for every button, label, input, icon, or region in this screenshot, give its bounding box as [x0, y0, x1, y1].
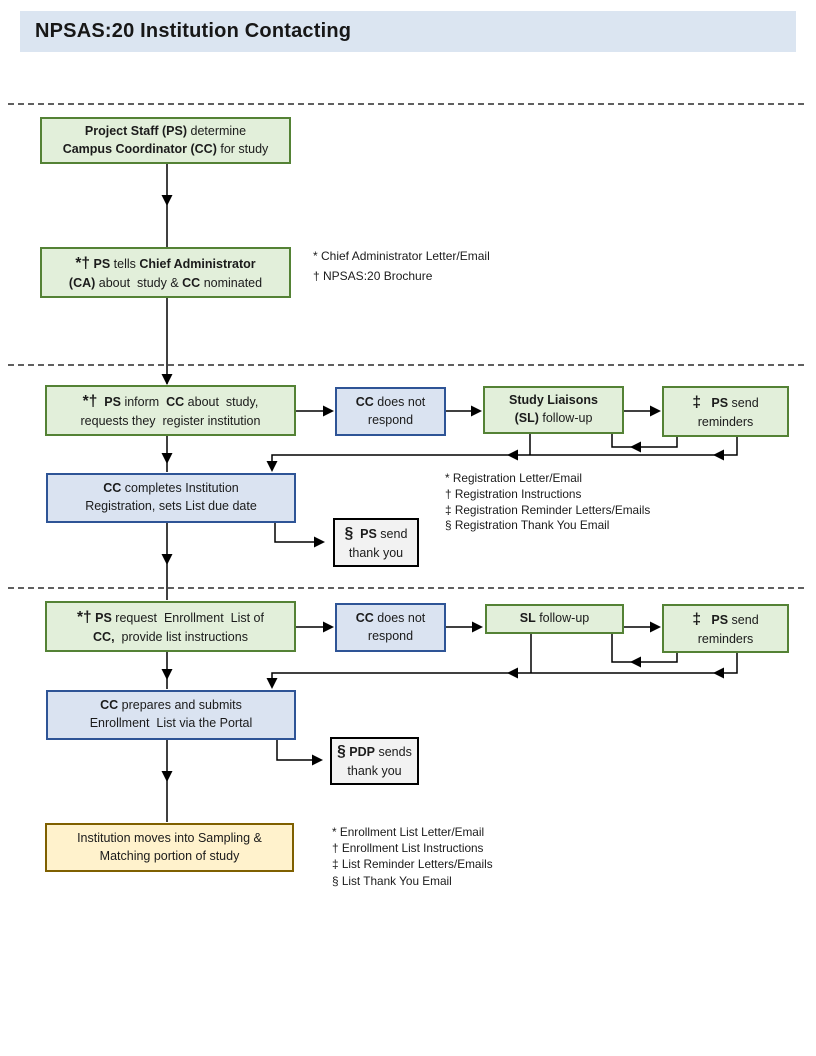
box-pdp-sends-thank-you: § PDP sends thank you — [330, 737, 419, 785]
note-line: § List Thank You Email — [332, 873, 452, 888]
box-text-line: § PS send — [344, 524, 408, 542]
box-text-line: CC prepares and submits — [100, 698, 242, 713]
box-text-line: thank you — [348, 545, 404, 560]
box-text-line: requests they register institution — [80, 413, 261, 428]
box-text-line: Enrollment List via the Portal — [89, 716, 253, 730]
box-text-line: SL follow-up — [519, 611, 590, 626]
note-line: † NPSAS:20 Brochure — [313, 269, 433, 283]
box-text-line: respond — [367, 412, 414, 427]
section-divider-lines — [8, 103, 808, 589]
note-line: † Enrollment List Instructions — [332, 841, 484, 856]
box-text-line: CC does not — [355, 394, 426, 409]
notes-section-2: * Registration Letter/Email † Registrati… — [445, 471, 650, 534]
box-ps-send-reminders-2: ‡ PS send reminders — [662, 604, 789, 653]
box-text-line: *† PS tells Chief Administrator — [75, 254, 256, 272]
box-text-line: Matching portion of study — [99, 848, 240, 863]
box-cc-does-not-respond-1: CC does not respond — [335, 387, 446, 436]
box-text-line: *† PS inform CC about study, — [82, 392, 259, 410]
arrowheads — [161, 195, 724, 782]
box-text-line: ‡ PS send — [692, 393, 759, 411]
box-cc-completes-registration: CC completes Institution Registration, s… — [46, 473, 296, 523]
box-text-line: reminders — [697, 631, 754, 646]
box-cc-submits-enrollment-list: CC prepares and submits Enrollment List … — [46, 690, 296, 740]
box-ps-send-thank-you: § PS send thank you — [333, 518, 419, 567]
note-line: * Registration Letter/Email — [445, 471, 583, 485]
box-ps-send-reminders-1: ‡ PS send reminders — [662, 386, 789, 437]
box-text-line: *† PS request Enrollment List of — [77, 608, 264, 626]
box-text-line: reminders — [697, 414, 754, 429]
notes-section-3: * Enrollment List Letter/Email † Enrollm… — [332, 824, 493, 889]
box-ps-request-enrollment-list: *† PS request Enrollment List of CC, pro… — [45, 601, 296, 652]
box-ps-inform-cc: *† PS inform CC about study, requests th… — [45, 385, 296, 436]
note-line: * Chief Administrator Letter/Email — [313, 249, 490, 263]
note-line: § Registration Thank You Email — [445, 518, 610, 533]
box-cc-does-not-respond-2: CC does not respond — [335, 603, 446, 652]
page-title-bar: NPSAS:20 Institution Contacting — [20, 11, 796, 52]
box-text-line: thank you — [347, 764, 402, 779]
note-line: † Registration Instructions — [445, 486, 582, 501]
box-ps-tells-chief-administrator: *† PS tells Chief Administrator (CA) abo… — [40, 247, 291, 298]
box-text-line: Project Staff (PS) determine — [84, 123, 247, 138]
note-line: ‡ List Reminder Letters/Emails — [332, 857, 493, 872]
box-text-line: respond — [367, 628, 414, 643]
box-text-line: CC does not — [355, 610, 426, 625]
box-sl-follow-up: SL follow-up — [485, 604, 624, 634]
box-text-line: Campus Coordinator (CC) for study — [62, 141, 269, 156]
box-ps-determine-cc: Project Staff (PS) determine Campus Coor… — [40, 117, 291, 164]
box-text-line: Institution moves into Sampling & — [77, 830, 262, 845]
box-text-line: § PDP sends — [337, 743, 412, 761]
box-text-line: CC completes Institution — [103, 481, 239, 496]
box-text-line: CC, provide list instructions — [93, 629, 248, 644]
note-line: ‡ Registration Reminder Letters/Emails — [445, 502, 651, 517]
box-study-liaisons-follow-up: Study Liaisons (SL) follow-up — [483, 386, 624, 434]
notes-section-1: * Chief Administrator Letter/Email † NPS… — [313, 246, 490, 286]
box-text-line: ‡ PS send — [692, 610, 759, 628]
box-text-line: Study Liaisons — [509, 393, 598, 408]
box-text-line: (SL) follow-up — [514, 411, 593, 425]
box-sampling-matching: Institution moves into Sampling & Matchi… — [45, 823, 294, 872]
note-line: * Enrollment List Letter/Email — [332, 825, 485, 839]
box-text-line: (CA) about study & CC nominated — [68, 275, 263, 290]
page-title: NPSAS:20 Institution Contacting — [35, 20, 352, 42]
box-text-line: Registration, sets List due date — [85, 499, 257, 513]
